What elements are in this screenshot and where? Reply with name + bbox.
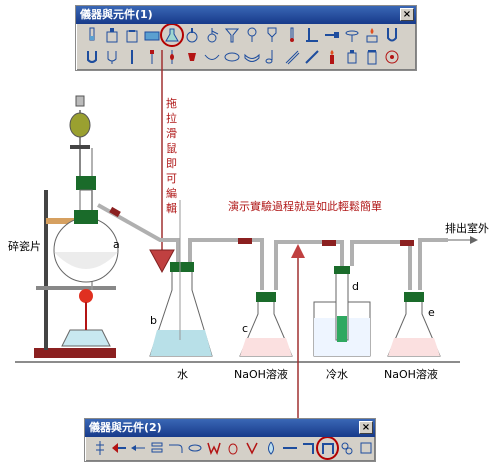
drag-arrow-2 [291,244,305,418]
spoon-icon[interactable] [262,47,282,67]
label-cold-water: 冷水 [326,368,348,381]
arrow-thin-icon[interactable] [129,438,148,458]
iron-stand [34,190,116,358]
dropping-funnel-icon[interactable] [262,25,282,45]
stack-icon[interactable] [148,438,167,458]
cold-water-beaker [313,266,371,357]
balance-icon[interactable] [342,47,362,67]
label-naoh-1: NaOH溶液 [234,368,288,381]
round-flask-a [53,189,119,283]
droplet-icon[interactable] [261,438,280,458]
clamp-icon[interactable] [322,25,342,45]
stopper-icon[interactable] [182,47,202,67]
distilling-flask-icon[interactable] [202,25,222,45]
target-icon[interactable] [382,47,402,67]
label-e: e [428,306,435,319]
u-tube-small-icon[interactable] [82,47,102,67]
drag-arrow-1 [149,50,175,274]
round-flask-icon[interactable] [182,25,202,45]
ring-stand-icon[interactable] [342,25,362,45]
straight-tube-icon[interactable] [280,438,299,458]
bulb-icon[interactable] [243,438,262,458]
corner-tube-icon[interactable] [299,438,318,458]
flask-e [387,292,441,357]
ellipse-icon[interactable] [186,438,205,458]
spatula-icon[interactable] [302,47,322,67]
toolbar-1-row-1 [76,23,416,47]
toolbar-2-close-button[interactable]: × [359,421,373,434]
label-b: b [150,314,157,327]
toolbar-1-row-2 [76,46,416,68]
tongs-icon[interactable] [282,47,302,67]
label-water: 水 [177,368,188,381]
trough-icon[interactable] [142,25,162,45]
square-icon[interactable] [356,438,375,458]
u-tube-icon[interactable] [382,25,402,45]
molecule-icon[interactable] [337,438,356,458]
evaporating-dish-icon[interactable] [202,47,222,67]
toolbar-1-title-text: 儀器與元件(1) [80,8,153,21]
glass-rod-icon[interactable] [122,47,142,67]
flame-w-icon[interactable] [205,438,224,458]
conical-flask-icon[interactable] [160,23,184,47]
watch-glass-icon[interactable] [242,47,262,67]
label-naoh-2: NaOH溶液 [384,368,438,381]
funnel-icon[interactable] [222,25,242,45]
arch-tube-icon[interactable] [316,436,340,460]
label-a: a [113,238,120,251]
separatory-funnel-icon[interactable] [242,25,262,45]
reagent-bottle-icon[interactable] [102,25,122,45]
flask-c [239,292,293,357]
label-d: d [352,280,359,293]
toolbar-instruments-1: 儀器與元件(1) × [75,5,417,71]
thermometer-icon[interactable] [282,25,302,45]
bent-tube-icon[interactable] [167,438,186,458]
crucible-icon[interactable] [222,47,242,67]
holder-icon[interactable] [91,438,110,458]
label-c: c [242,322,249,335]
test-tube-icon[interactable] [82,25,102,45]
alcohol-lamp-icon[interactable] [362,25,382,45]
gas-bottle-icon[interactable] [122,25,142,45]
flask-b [149,200,213,357]
vertical-note: 拖拉滑鼠即可編輯 [166,97,177,215]
dropper-icon[interactable] [142,47,162,67]
burner [61,289,111,347]
rubber-joints [109,206,414,246]
arrow-left-icon[interactable] [110,438,129,458]
separatory-funnel [69,95,96,290]
tube-connector-icon[interactable] [102,47,122,67]
outlet-label: 排出室外 [445,222,489,235]
toolbar-2-title-text: 儀器與元件(2) [89,421,162,434]
pipette-icon[interactable] [162,47,182,67]
toolbar-2-row [85,436,375,460]
gas-jar-icon[interactable] [362,47,382,67]
caption: 演示實驗過程就是如此輕鬆簡單 [228,200,382,213]
toolbar-2-title[interactable]: 儀器與元件(2) × [85,419,375,437]
toolbar-1-title[interactable]: 儀器與元件(1) × [76,6,416,24]
delivery-tubes [97,203,448,290]
drop-icon[interactable] [224,438,243,458]
bunsen-icon[interactable] [322,47,342,67]
toolbar-1-close-button[interactable]: × [400,8,414,21]
toolbar-instruments-2: 儀器與元件(2) × [84,418,376,462]
stand-icon[interactable] [302,25,322,45]
chip-label: 碎瓷片 [8,240,41,253]
